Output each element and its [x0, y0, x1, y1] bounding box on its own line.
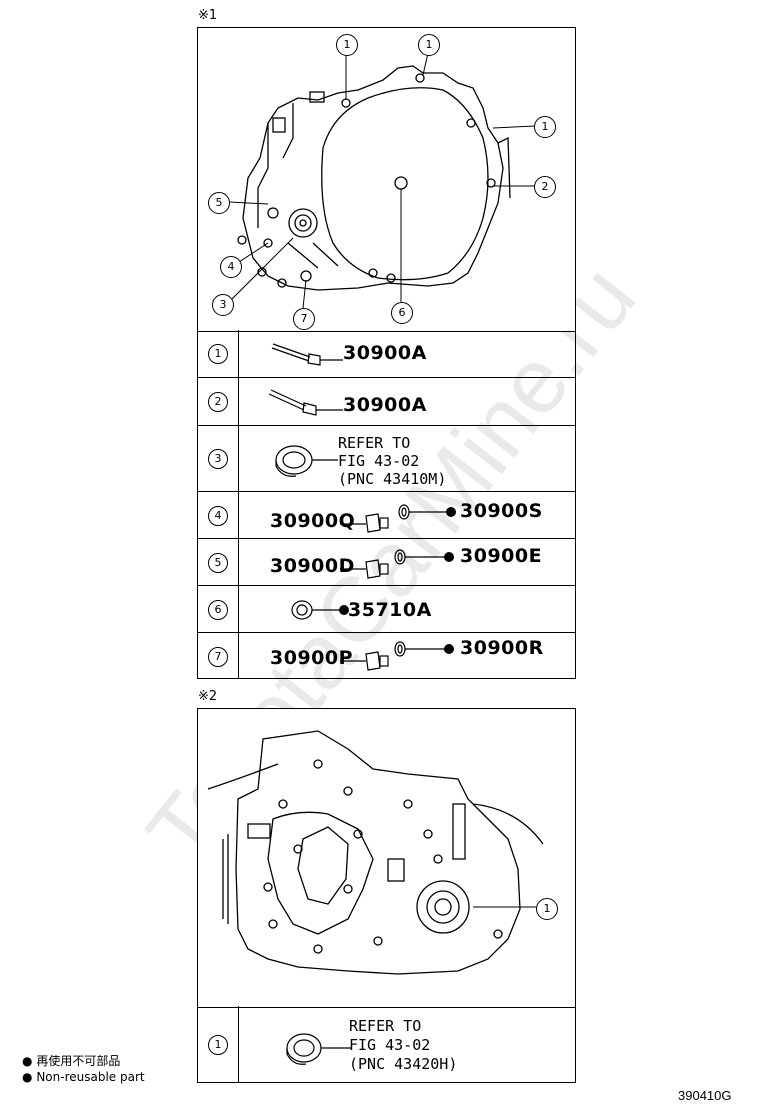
part-number: 30900A [343, 394, 427, 416]
dot-symbol: ● [22, 1054, 33, 1068]
row-number: 2 [208, 392, 228, 412]
row-number: 1 [208, 1035, 228, 1055]
oil-seal-icon [286, 1033, 352, 1065]
parts-row-1: 1 REFER TO FIG 43-02 (PNC 43420H) [197, 1006, 576, 1083]
section1-parts-table: 1 30900A 2 30900A 3 REFER TO FIG [197, 330, 576, 679]
row-number: 1 [208, 344, 228, 364]
parts-row-1: 1 30900A [197, 330, 576, 378]
parts-row-2: 2 30900A [197, 378, 576, 426]
refer-line-2: FIG 43-02 [349, 1036, 431, 1054]
plug-icon [340, 549, 454, 579]
part-number-plug: 30900D [270, 555, 355, 577]
refer-line-1: REFER TO [349, 1017, 422, 1035]
legend-japanese: ● 再使用不可部品 [22, 1052, 120, 1069]
refer-line-1: REFER TO [338, 434, 411, 452]
callout-1: 1 [536, 898, 558, 920]
parts-row-4: 4 30900Q 30900S [197, 492, 576, 539]
parts-row-6: 6 35710A [197, 586, 576, 633]
plug-icon [340, 641, 454, 671]
parts-row-7: 7 30900P 30900R [197, 633, 576, 679]
legend-japanese-text: 再使用不可部品 [36, 1054, 121, 1068]
part-number-plug: 30900Q [270, 510, 356, 532]
callout-1c: 1 [534, 116, 556, 138]
drain-plug-icon [340, 504, 456, 533]
section2-parts-table: 1 REFER TO FIG 43-02 (PNC 43420H) [197, 1006, 576, 1083]
callout-3: 3 [212, 294, 234, 316]
refer-line-3: (PNC 43420H) [349, 1055, 458, 1073]
transaxle-case-drawing [227, 52, 536, 309]
part-number-gasket: 30900R [460, 637, 544, 659]
callout-2: 2 [534, 176, 556, 198]
row-number: 3 [208, 449, 228, 469]
row-number: 4 [208, 506, 228, 526]
refer-line-2: FIG 43-02 [338, 452, 420, 470]
part-number-plug: 30900P [270, 647, 354, 669]
bolt-icon [271, 343, 343, 366]
row-number: 5 [208, 553, 228, 573]
callout-5: 5 [208, 192, 230, 214]
part-number-gasket: 30900E [460, 545, 543, 567]
refer-line-3: (PNC 43410M) [338, 470, 447, 488]
legend-english-text: Non-reusable part [36, 1070, 145, 1084]
legend-english: ● Non-reusable part [22, 1070, 145, 1084]
dot-symbol: ● [22, 1070, 33, 1084]
transaxle-housing-drawing [207, 730, 544, 975]
callout-7: 7 [293, 308, 315, 330]
row-number: 6 [208, 600, 228, 620]
part-number-gasket: 30900S [460, 500, 543, 522]
callout-1b: 1 [418, 34, 440, 56]
parts-row-5: 5 30900D 30900E [197, 539, 576, 586]
callout-4: 4 [220, 256, 242, 278]
part-number: 30900A [343, 342, 427, 364]
callout-1a: 1 [336, 34, 358, 56]
figure-code: 390410G [678, 1088, 732, 1103]
parts-row-3: 3 REFER TO FIG 43-02 (PNC 43410M) [197, 426, 576, 492]
bolt-icon [268, 389, 343, 416]
o-ring-icon [291, 600, 349, 620]
part-number: 35710A [348, 599, 432, 621]
row-number: 7 [208, 647, 228, 667]
section1-marker: ※1 [198, 8, 218, 23]
callout-6: 6 [391, 302, 413, 324]
section1-diagram-panel: 1 1 1 2 5 4 3 7 6 [197, 27, 576, 332]
section2-diagram-panel: 1 [197, 708, 576, 1008]
section2-marker: ※2 [198, 689, 218, 704]
oil-seal-icon [275, 445, 338, 477]
